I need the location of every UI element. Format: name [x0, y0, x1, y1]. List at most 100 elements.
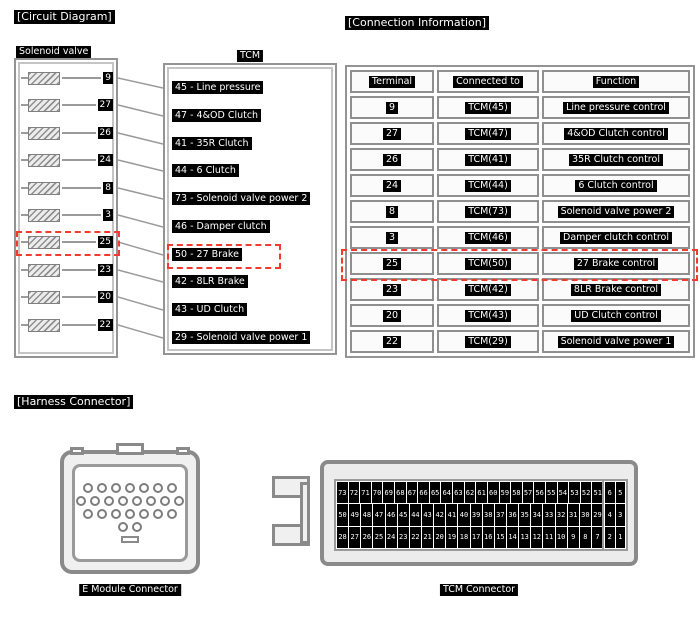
wire-segment — [62, 269, 96, 271]
function-value: 35R Clutch control — [569, 153, 663, 166]
table-cell: TCM(42) — [437, 278, 539, 301]
tcm-connector-pin: 6 — [605, 482, 615, 504]
e-module-pin — [97, 483, 107, 493]
tcm-connector-pin: 45 — [397, 504, 409, 526]
table-cell: 3 — [350, 226, 434, 249]
tcm-connector-pin: 41 — [446, 504, 458, 526]
terminal-value: 3 — [385, 231, 399, 244]
wire-segment — [62, 132, 96, 134]
e-module-pin-row — [76, 496, 184, 506]
table-cell: 24 — [350, 174, 434, 197]
wire-stub — [21, 77, 28, 79]
solenoid-row: 24 — [14, 151, 118, 169]
table-header-cell: Function — [542, 70, 690, 93]
tcm-connector-pin: 49 — [349, 504, 361, 526]
table-cell: Solenoid valve power 1 — [542, 330, 690, 353]
connected-to-value: TCM(44) — [465, 179, 511, 192]
table-cell: 27 — [350, 122, 434, 145]
table-cell: TCM(43) — [437, 304, 539, 327]
table-cell: 20 — [350, 304, 434, 327]
tcm-connector-pin: 21 — [421, 526, 434, 548]
e-module-connector-drawing — [60, 443, 200, 574]
wire-stub — [21, 159, 28, 161]
solenoid-valve-symbol — [28, 318, 60, 332]
wire-stub — [21, 296, 28, 298]
tcm-connector-pin: 47 — [373, 504, 385, 526]
table-cell: 6 Clutch control — [542, 174, 690, 197]
solenoid-terminal-number: 23 — [97, 264, 113, 276]
tcm-connector-pin: 31 — [567, 504, 579, 526]
function-value: Damper clutch control — [560, 231, 672, 244]
e-module-pin — [118, 522, 128, 532]
e-module-pin-row — [118, 522, 142, 532]
tcm-connector-pin: 69 — [383, 482, 395, 504]
e-module-pin — [153, 509, 163, 519]
solenoid-valve-symbol — [28, 71, 60, 85]
table-cell: TCM(29) — [437, 330, 539, 353]
tcm-connector-pin: 8 — [579, 526, 591, 548]
solenoid-valve-symbol — [28, 153, 60, 167]
function-value: Solenoid valve power 2 — [557, 205, 675, 218]
function-value: 6 Clutch control — [575, 179, 657, 192]
wire-segment — [62, 104, 96, 106]
e-module-pin — [125, 509, 135, 519]
tcm-connector-pin: 46 — [385, 504, 397, 526]
lever-arm — [300, 482, 310, 544]
tcm-connector-pin: 59 — [499, 482, 511, 504]
table-header-text: Function — [592, 75, 640, 88]
tcm-connector-pin: 2 — [605, 526, 615, 548]
table-cell: UD Clutch control — [542, 304, 690, 327]
tcm-connector-pin: 42 — [434, 504, 446, 526]
terminal-value: 8 — [385, 205, 399, 218]
e-module-pin — [104, 496, 114, 506]
table-header-cell: Connected to — [437, 70, 539, 93]
tcm-connector-pin: 50 — [337, 504, 349, 526]
tcm-connector-pin: 10 — [555, 526, 567, 548]
e-module-pin — [83, 509, 93, 519]
solenoid-terminal-number: 9 — [103, 72, 113, 84]
solenoid-valve-symbol — [28, 263, 60, 277]
solenoid-valve-symbol — [28, 235, 60, 249]
tcm-connector-pin: 65 — [429, 482, 441, 504]
table-cell: Line pressure control — [542, 96, 690, 119]
tcm-pin-entry: 41 - 35R Clutch — [172, 137, 252, 150]
function-value: Solenoid valve power 1 — [557, 335, 675, 348]
tcm-connector-pin: 19 — [446, 526, 458, 548]
tcm-connector-pin: 17 — [470, 526, 482, 548]
table-header-text: Connected to — [453, 75, 523, 88]
wire-stub — [21, 324, 28, 326]
tcm-connector-pin: 30 — [579, 504, 591, 526]
tcm-pin-entry: 45 - Line pressure — [172, 81, 264, 94]
tcm-connector-pin: 28 — [337, 526, 349, 548]
connected-to-value: TCM(47) — [465, 127, 511, 140]
solenoid-row: 26 — [14, 124, 118, 142]
e-module-pin — [139, 483, 149, 493]
connected-to-value: TCM(29) — [465, 335, 511, 348]
table-cell: Solenoid valve power 2 — [542, 200, 690, 223]
tcm-connector-pin: 34 — [531, 504, 543, 526]
solenoid-terminal-number: 8 — [103, 182, 113, 194]
function-value: UD Clutch control — [571, 309, 661, 322]
connected-to-value: TCM(73) — [465, 205, 511, 218]
table-cell: 26 — [350, 148, 434, 171]
tcm-connector-pin: 40 — [458, 504, 470, 526]
tcm-pin-entry: 42 - 8LR Brake — [172, 275, 248, 288]
table-cell: TCM(46) — [437, 226, 539, 249]
connector-latch — [116, 443, 144, 455]
tcm-connector-pin: 35 — [519, 504, 531, 526]
solenoid-row: 9 — [14, 69, 118, 87]
tcm-connector-pin: 13 — [519, 526, 531, 548]
terminal-value: 9 — [385, 101, 399, 114]
tcm-connector-pin: 9 — [567, 526, 579, 548]
function-value: 8LR Brake control — [570, 283, 662, 296]
wire-segment — [62, 77, 102, 79]
tcm-connector-pin: 26 — [361, 526, 373, 548]
wire-stub — [21, 214, 28, 216]
